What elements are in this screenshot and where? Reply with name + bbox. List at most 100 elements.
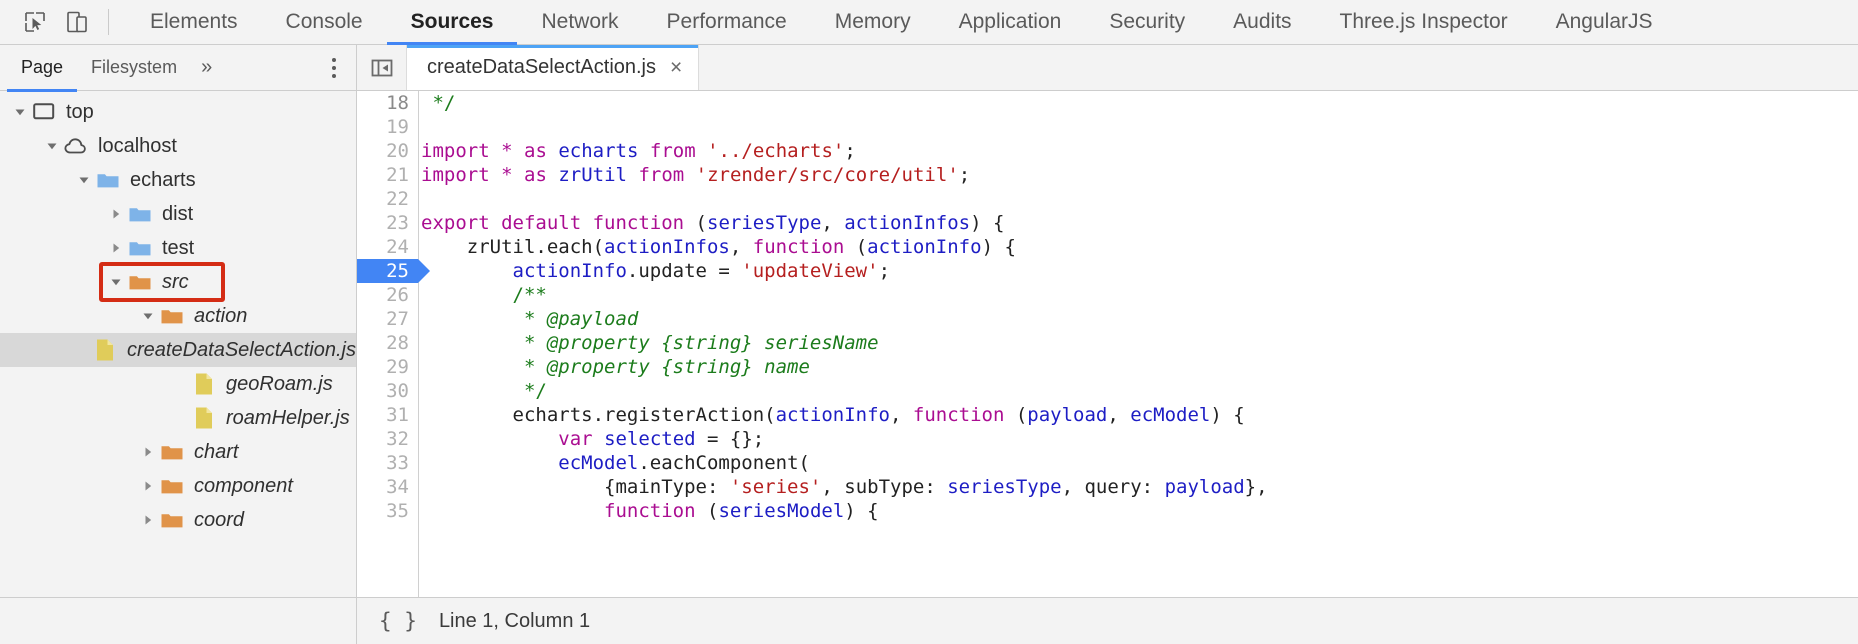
chevron-right-icon[interactable] [106, 242, 126, 254]
chevron-right-icon[interactable] [138, 446, 158, 458]
file-icon-js [190, 372, 218, 396]
tab-threejs-inspector[interactable]: Three.js Inspector [1339, 10, 1508, 33]
folder-icon-orange [158, 510, 186, 530]
close-icon[interactable]: × [670, 56, 683, 79]
line-number[interactable]: 27 [386, 308, 409, 330]
chevron-right-icon[interactable] [138, 480, 158, 492]
line-number[interactable]: 30 [386, 380, 409, 402]
tab-console[interactable]: Console [285, 10, 363, 33]
line-number[interactable]: 34 [386, 476, 409, 498]
pretty-print-icon[interactable]: { } [379, 609, 417, 633]
tab-security[interactable]: Security [1109, 10, 1186, 33]
code-line[interactable]: echarts.registerAction(actionInfo, funct… [421, 403, 1858, 427]
code-line[interactable]: zrUtil.each(actionInfos, function (actio… [421, 235, 1858, 259]
tree-item-action[interactable]: action [0, 299, 356, 333]
tree-item-dist[interactable]: dist [0, 197, 356, 231]
code-token [421, 332, 524, 354]
chevron-down-icon[interactable] [10, 106, 30, 118]
code-line[interactable]: {mainType: 'series', subType: seriesType… [421, 475, 1858, 499]
code-token [638, 140, 649, 162]
code-line[interactable]: */ [421, 379, 1858, 403]
navigator-tab-page[interactable]: Page [7, 45, 78, 92]
code-token [490, 140, 501, 162]
code-token: actionInfos [604, 236, 730, 258]
code-line[interactable]: * @property {string} seriesName [421, 331, 1858, 355]
inspect-cursor-icon[interactable] [14, 0, 56, 44]
tab-sources[interactable]: Sources [386, 0, 518, 45]
device-toolbar-icon[interactable] [56, 0, 98, 44]
tab-memory[interactable]: Memory [834, 10, 911, 33]
code-token: import [421, 164, 490, 186]
line-number[interactable]: 19 [386, 116, 409, 138]
chevron-right-icon[interactable] [138, 514, 158, 526]
breakpoint-marker[interactable]: 25 [357, 259, 430, 283]
code-line[interactable]: import * as echarts from '../echarts'; [421, 139, 1858, 163]
code-line[interactable]: export default function (seriesType, act… [421, 211, 1858, 235]
chevron-down-icon[interactable] [106, 276, 126, 288]
tree-item-top[interactable]: top [0, 95, 356, 129]
line-number[interactable]: 24 [386, 236, 409, 258]
code-line[interactable]: import * as zrUtil from 'zrender/src/cor… [421, 163, 1858, 187]
navigator-more-tabs-icon[interactable]: » [201, 56, 213, 78]
tab-network[interactable]: Network [541, 10, 619, 33]
line-number[interactable]: 35 [386, 500, 409, 522]
tree-item-test[interactable]: test [0, 231, 356, 265]
tree-item-label: coord [194, 508, 245, 531]
line-number[interactable]: 32 [386, 428, 409, 450]
tree-item-src[interactable]: src [0, 265, 356, 299]
tree-item-createdataselectaction-js[interactable]: createDataSelectAction.js [0, 333, 356, 367]
tab-performance[interactable]: Performance [666, 10, 787, 33]
line-number[interactable]: 33 [386, 452, 409, 474]
line-number[interactable]: 28 [386, 332, 409, 354]
tree-item-roamhelper-js[interactable]: roamHelper.js [0, 401, 356, 435]
code-line[interactable] [421, 115, 1858, 139]
tree-item-label: src [162, 270, 189, 293]
code-token: from [638, 164, 685, 186]
code-content[interactable]: */ import * as echarts from '../echarts'… [419, 91, 1858, 597]
code-line[interactable]: actionInfo.update = 'updateView'; [421, 259, 1858, 283]
code-token: ( [844, 236, 868, 258]
panel-collapse-icon[interactable] [357, 45, 407, 90]
code-token: echarts [558, 140, 639, 162]
tree-item-chart[interactable]: chart [0, 435, 356, 469]
code-token: , query: [1061, 476, 1165, 498]
chevron-down-icon[interactable] [74, 174, 94, 186]
chevron-right-icon[interactable] [106, 208, 126, 220]
tree-item-coord[interactable]: coord [0, 503, 356, 537]
tab-angularjs[interactable]: AngularJS [1555, 10, 1653, 33]
code-line[interactable] [421, 187, 1858, 211]
line-number[interactable]: 26 [386, 284, 409, 306]
tree-item-echarts[interactable]: echarts [0, 163, 356, 197]
line-number[interactable]: 23 [386, 212, 409, 234]
line-number[interactable]: 31 [386, 404, 409, 426]
tab-audits[interactable]: Audits [1233, 10, 1292, 33]
code-line[interactable]: var selected = {}; [421, 427, 1858, 451]
status-bar-left-filler [0, 598, 357, 644]
code-line[interactable]: * @property {string} name [421, 355, 1858, 379]
code-line[interactable]: * @payload [421, 307, 1858, 331]
code-token: ; [958, 164, 971, 186]
code-line[interactable]: /** [421, 283, 1858, 307]
line-number[interactable]: 18 [386, 92, 409, 114]
navigator-tab-filesystem[interactable]: Filesystem [91, 57, 178, 77]
code-line[interactable]: */ [421, 91, 1858, 115]
tree-item-georoam-js[interactable]: geoRoam.js [0, 367, 356, 401]
line-number[interactable]: 22 [386, 188, 409, 210]
code-line[interactable]: ecModel.eachComponent( [421, 451, 1858, 475]
editor-file-tab[interactable]: createDataSelectAction.js × [407, 45, 700, 90]
chevron-down-icon[interactable] [42, 140, 62, 152]
line-number[interactable]: 21 [386, 164, 409, 186]
code-token [421, 380, 524, 402]
more-options-icon[interactable] [320, 45, 356, 91]
chevron-down-icon[interactable] [138, 310, 158, 322]
line-number[interactable]: 29 [386, 356, 409, 378]
tree-item-localhost[interactable]: localhost [0, 129, 356, 163]
tab-application[interactable]: Application [958, 10, 1062, 33]
code-line[interactable]: function (seriesModel) { [421, 499, 1858, 523]
tab-elements[interactable]: Elements [150, 10, 238, 33]
tree-item-component[interactable]: component [0, 469, 356, 503]
line-number[interactable]: 20 [386, 140, 409, 162]
